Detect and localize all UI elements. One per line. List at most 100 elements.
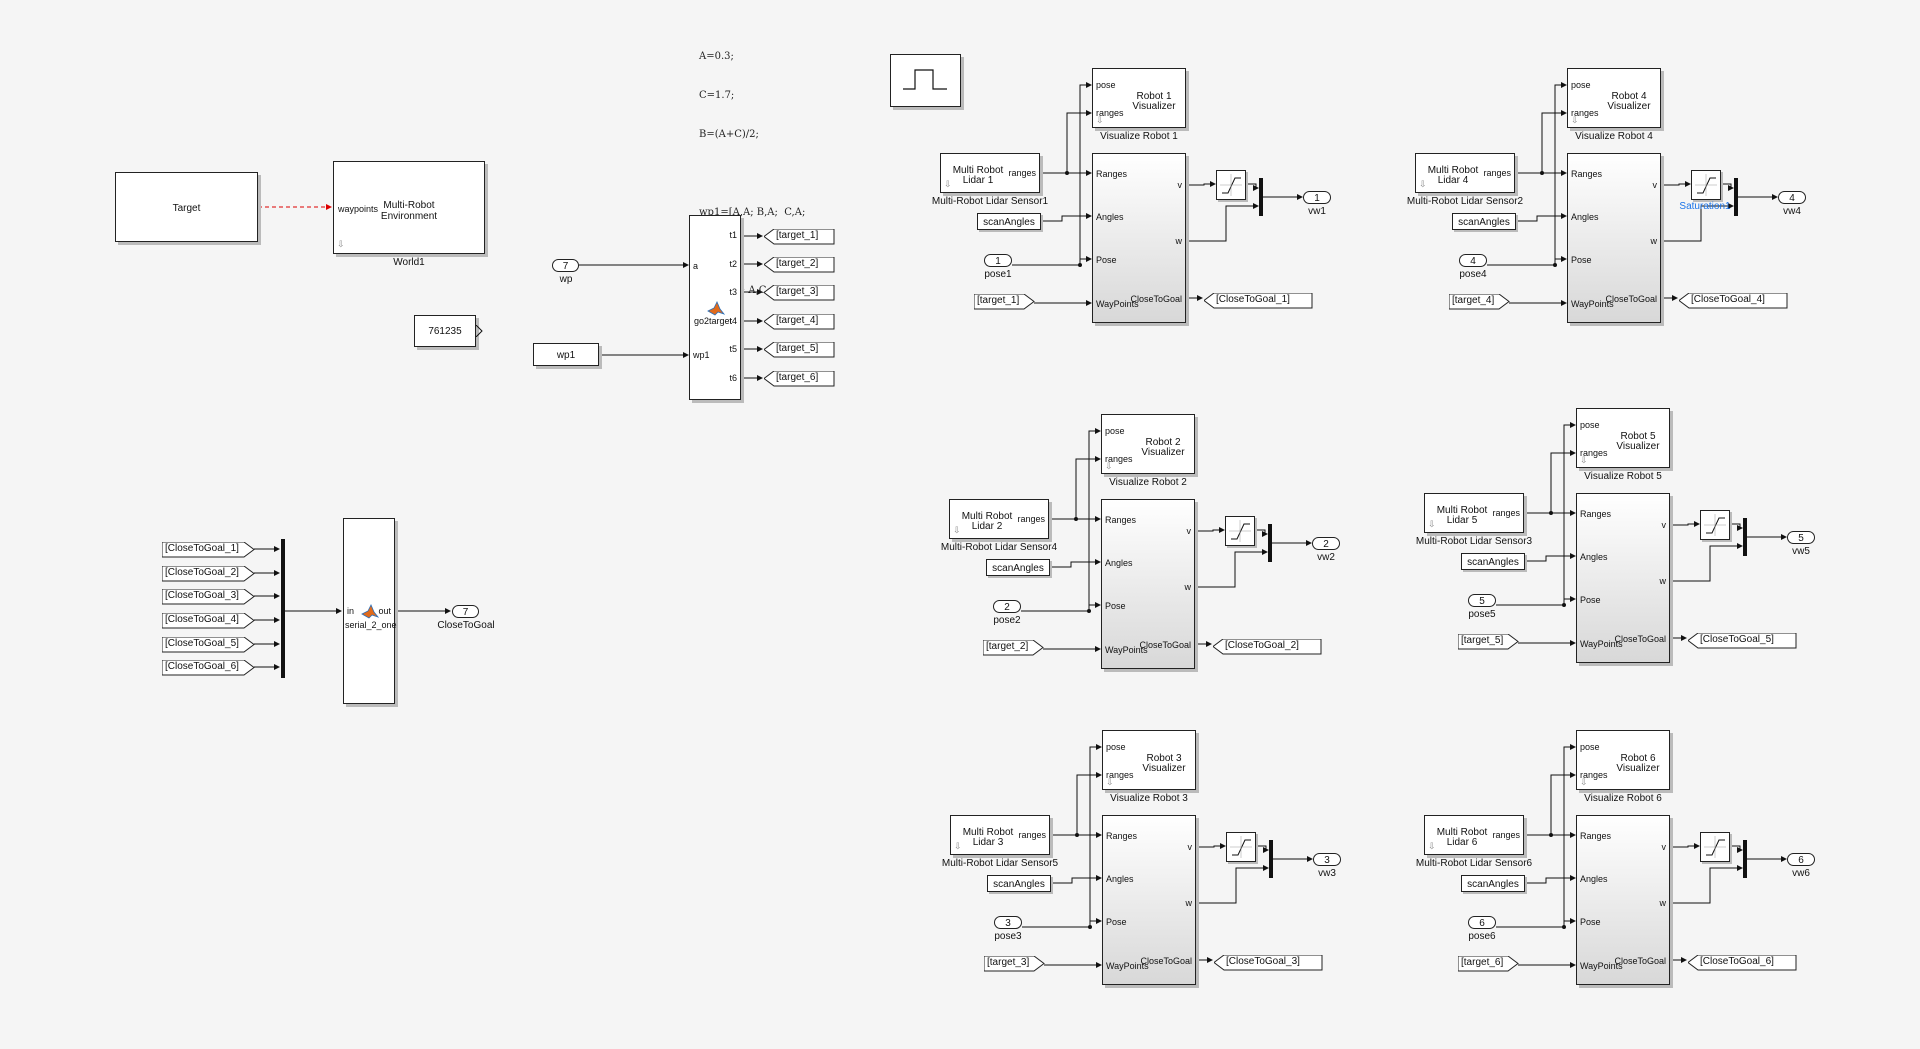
robot-5-controller-block[interactable]: Ranges Angles Pose WayPoints CloseToGoal… <box>1576 493 1670 663</box>
goto-target-1[interactable]: [target_1] <box>764 229 835 245</box>
signal-line[interactable] <box>1554 82 1567 259</box>
robot-6-vw-outport[interactable]: 6 <box>1787 853 1815 866</box>
robot-6-pose-inport[interactable]: 6 <box>1468 916 1496 929</box>
signal-line[interactable] <box>1021 602 1101 612</box>
from-closetogoal-2[interactable]: [CloseToGoal_2] <box>162 566 255 582</box>
target-block[interactable]: Target <box>115 172 258 242</box>
robot-5-scanangles-block[interactable]: scanAngles <box>1461 553 1525 570</box>
robot-3-pose-inport[interactable]: 3 <box>994 916 1022 929</box>
go2target-function-block[interactable]: a wp1 t1 t2 t3 t4 t5 t6 go2target <box>689 215 741 400</box>
closetogoal-mux[interactable] <box>281 539 285 678</box>
signal-line[interactable] <box>1196 865 1269 904</box>
robot-3-vw-outport[interactable]: 3 <box>1313 853 1341 866</box>
signal-line[interactable] <box>1661 181 1691 187</box>
robot-4-output-mux[interactable] <box>1734 178 1738 216</box>
wp-inport[interactable]: 7 <box>552 259 579 272</box>
robot-2-scanangles-block[interactable]: scanAngles <box>986 559 1050 576</box>
robot-3-goto-closetogoal[interactable]: [CloseToGoal_3] <box>1214 955 1323 971</box>
robot-2-vw-outport[interactable]: 2 <box>1312 537 1340 550</box>
signal-line[interactable] <box>1195 527 1225 533</box>
signal-line[interactable] <box>1186 181 1216 187</box>
robot-5-visualizer-block[interactable]: pose ranges ⇩ Robot 5 Visualizer <box>1576 408 1670 468</box>
goto-target-5[interactable]: [target_5] <box>764 342 835 358</box>
from-closetogoal-5[interactable]: [CloseToGoal_5] <box>162 637 255 653</box>
signal-line[interactable] <box>1496 918 1576 928</box>
goto-target-6[interactable]: [target_6] <box>764 371 835 387</box>
robot-2-pose-inport[interactable]: 2 <box>993 600 1021 613</box>
robot-6-output-mux[interactable] <box>1743 840 1747 878</box>
robot-1-lidar-block[interactable]: Multi Robot Lidar 1 ranges ⇩ <box>940 153 1040 193</box>
signal-line[interactable] <box>1670 865 1743 904</box>
signal-line[interactable] <box>1022 918 1102 928</box>
robot-3-saturation-block[interactable] <box>1226 832 1256 862</box>
robot-2-from-target[interactable]: [target_2] <box>983 640 1044 656</box>
robot-4-goto-closetogoal[interactable]: [CloseToGoal_4] <box>1679 293 1788 309</box>
robot-6-controller-block[interactable]: Ranges Angles Pose WayPoints CloseToGoal… <box>1576 815 1670 985</box>
signal-line[interactable] <box>1525 875 1576 884</box>
multi-robot-environment-block[interactable]: Multi-Robot Environment waypoints ⇩ <box>333 161 485 254</box>
robot-4-controller-block[interactable]: Ranges Angles Pose WayPoints CloseToGoal… <box>1567 153 1661 323</box>
robot-6-visualizer-block[interactable]: pose ranges ⇩ Robot 6 Visualizer <box>1576 730 1670 790</box>
signal-line[interactable] <box>1487 256 1567 266</box>
goto-target-3[interactable]: [target_3] <box>764 285 835 301</box>
robot-5-vw-outport[interactable]: 5 <box>1787 531 1815 544</box>
signal-line[interactable] <box>1195 549 1268 588</box>
signal-line[interactable] <box>1728 845 1743 853</box>
signal-line[interactable] <box>1088 428 1101 605</box>
signal-line[interactable] <box>1563 744 1576 921</box>
robot-5-saturation-block[interactable] <box>1700 510 1730 540</box>
robot-4-saturation-block[interactable] <box>1691 170 1721 200</box>
robot-4-visualizer-block[interactable]: pose ranges ⇩ Robot 4 Visualizer <box>1567 68 1661 128</box>
signal-line[interactable] <box>1670 843 1700 849</box>
robot-5-goto-closetogoal[interactable]: [CloseToGoal_5] <box>1688 633 1797 649</box>
signal-line[interactable] <box>1089 744 1102 921</box>
robot-1-goto-closetogoal[interactable]: [CloseToGoal_1] <box>1204 293 1313 309</box>
robot-5-lidar-block[interactable]: Multi Robot Lidar 5 ranges ⇩ <box>1424 493 1524 533</box>
signal-line[interactable] <box>1525 553 1576 562</box>
signal-line[interactable] <box>1496 596 1576 606</box>
robot-6-from-target[interactable]: [target_6] <box>1458 956 1519 972</box>
robot-1-saturation-block[interactable] <box>1216 170 1246 200</box>
robot-1-output-mux[interactable] <box>1259 178 1263 216</box>
robot-2-saturation-block[interactable] <box>1225 516 1255 546</box>
signal-line[interactable] <box>1076 772 1102 835</box>
robot-1-visualizer-block[interactable]: pose ranges ⇩ Robot 1 Visualizer <box>1092 68 1186 128</box>
robot-2-goto-closetogoal[interactable]: [CloseToGoal_2] <box>1213 639 1322 655</box>
signal-line[interactable] <box>1670 543 1743 582</box>
robot-6-scanangles-block[interactable]: scanAngles <box>1461 875 1525 892</box>
from-closetogoal-3[interactable]: [CloseToGoal_3] <box>162 589 255 605</box>
robot-3-from-target[interactable]: [target_3] <box>984 956 1045 972</box>
signal-line[interactable] <box>1670 521 1700 527</box>
signal-line[interactable] <box>1516 213 1567 222</box>
goto-target-2[interactable]: [target_2] <box>764 257 835 273</box>
signal-line[interactable] <box>1550 450 1576 513</box>
signal-line[interactable] <box>1079 82 1092 259</box>
robot-1-scanangles-block[interactable]: scanAngles <box>977 213 1041 230</box>
signal-line[interactable] <box>1254 845 1269 853</box>
robot-2-output-mux[interactable] <box>1268 524 1272 562</box>
robot-5-from-target[interactable]: [target_5] <box>1458 634 1519 650</box>
signal-line[interactable] <box>1050 559 1101 568</box>
robot-6-lidar-block[interactable]: Multi Robot Lidar 6 ranges ⇩ <box>1424 815 1524 855</box>
signal-line[interactable] <box>1196 843 1226 849</box>
signal-line[interactable] <box>1051 875 1102 884</box>
wp1-constant-block[interactable]: wp1 <box>533 343 599 366</box>
robot-2-visualizer-block[interactable]: pose ranges ⇩ Robot 2 Visualizer <box>1101 414 1195 474</box>
robot-1-pose-inport[interactable]: 1 <box>984 254 1012 267</box>
robot-4-scanangles-block[interactable]: scanAngles <box>1452 213 1516 230</box>
robot-1-controller-block[interactable]: Ranges Angles Pose WayPoints CloseToGoal… <box>1092 153 1186 323</box>
signal-line[interactable] <box>1728 523 1743 531</box>
robot-1-vw-outport[interactable]: 1 <box>1303 191 1331 204</box>
robot-3-controller-block[interactable]: Ranges Angles Pose WayPoints CloseToGoal… <box>1102 815 1196 985</box>
signal-line[interactable] <box>1075 456 1101 519</box>
robot-5-output-mux[interactable] <box>1743 518 1747 556</box>
signal-line[interactable] <box>1186 203 1259 242</box>
signal-line[interactable] <box>1253 529 1268 537</box>
signal-line[interactable] <box>1550 772 1576 835</box>
signal-line[interactable] <box>1041 213 1092 222</box>
robot-2-lidar-block[interactable]: Multi Robot Lidar 2 ranges ⇩ <box>949 499 1049 539</box>
robot-4-lidar-block[interactable]: Multi Robot Lidar 4 ranges ⇩ <box>1415 153 1515 193</box>
signal-line[interactable] <box>1563 422 1576 599</box>
signal-line[interactable] <box>1661 203 1734 242</box>
